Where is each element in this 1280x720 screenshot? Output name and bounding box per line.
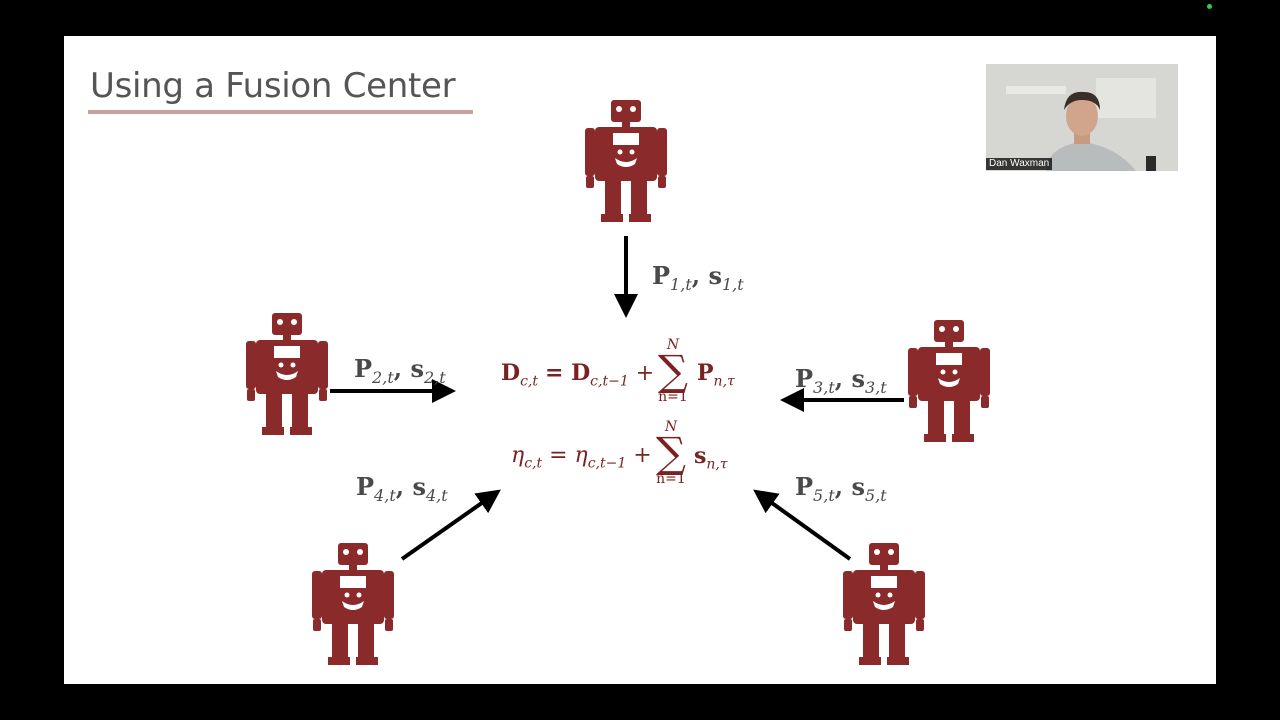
equation-eta-sum: N ∑ n=1: [656, 419, 686, 487]
status-indicator-icon: [1207, 4, 1212, 9]
robot-icon: [312, 543, 394, 665]
slide-title: Using a Fusion Center: [90, 66, 456, 106]
arrow-icon: [753, 489, 852, 561]
robot-icon: [843, 543, 925, 665]
equation-d-lhs: Dc,t = Dc,t−1 +: [501, 360, 655, 390]
agent2-label: P2,t, s2,t: [354, 354, 446, 387]
robot-icon: [246, 313, 328, 435]
participant-video-feed: [986, 64, 1178, 171]
agent4-label: P4,t, s4,t: [356, 472, 448, 505]
agent1-label: P1,t, s1,t: [652, 261, 744, 294]
presentation-slide: Using a Fusion Center: [64, 36, 1216, 684]
robot-icon: [908, 320, 990, 442]
agent3-label: P3,t, s3,t: [795, 364, 887, 397]
participant-name: Dan Waxman: [986, 158, 1053, 170]
arrow-icon: [400, 489, 501, 561]
agent5-label: P5,t, s5,t: [795, 472, 887, 505]
participant-video-tile[interactable]: Dan Waxman: [986, 64, 1178, 171]
equation-eta-lhs: ηc,t = ηc,t−1 +: [511, 443, 652, 472]
equation-eta-term: sn,τ: [694, 443, 728, 473]
title-underline: [88, 110, 473, 114]
arrows-layer: [330, 236, 904, 561]
robot-icon: [585, 100, 667, 222]
equation-d-term: Pn,τ: [697, 360, 735, 390]
equation-d-sum: N ∑ n=1: [658, 337, 688, 405]
